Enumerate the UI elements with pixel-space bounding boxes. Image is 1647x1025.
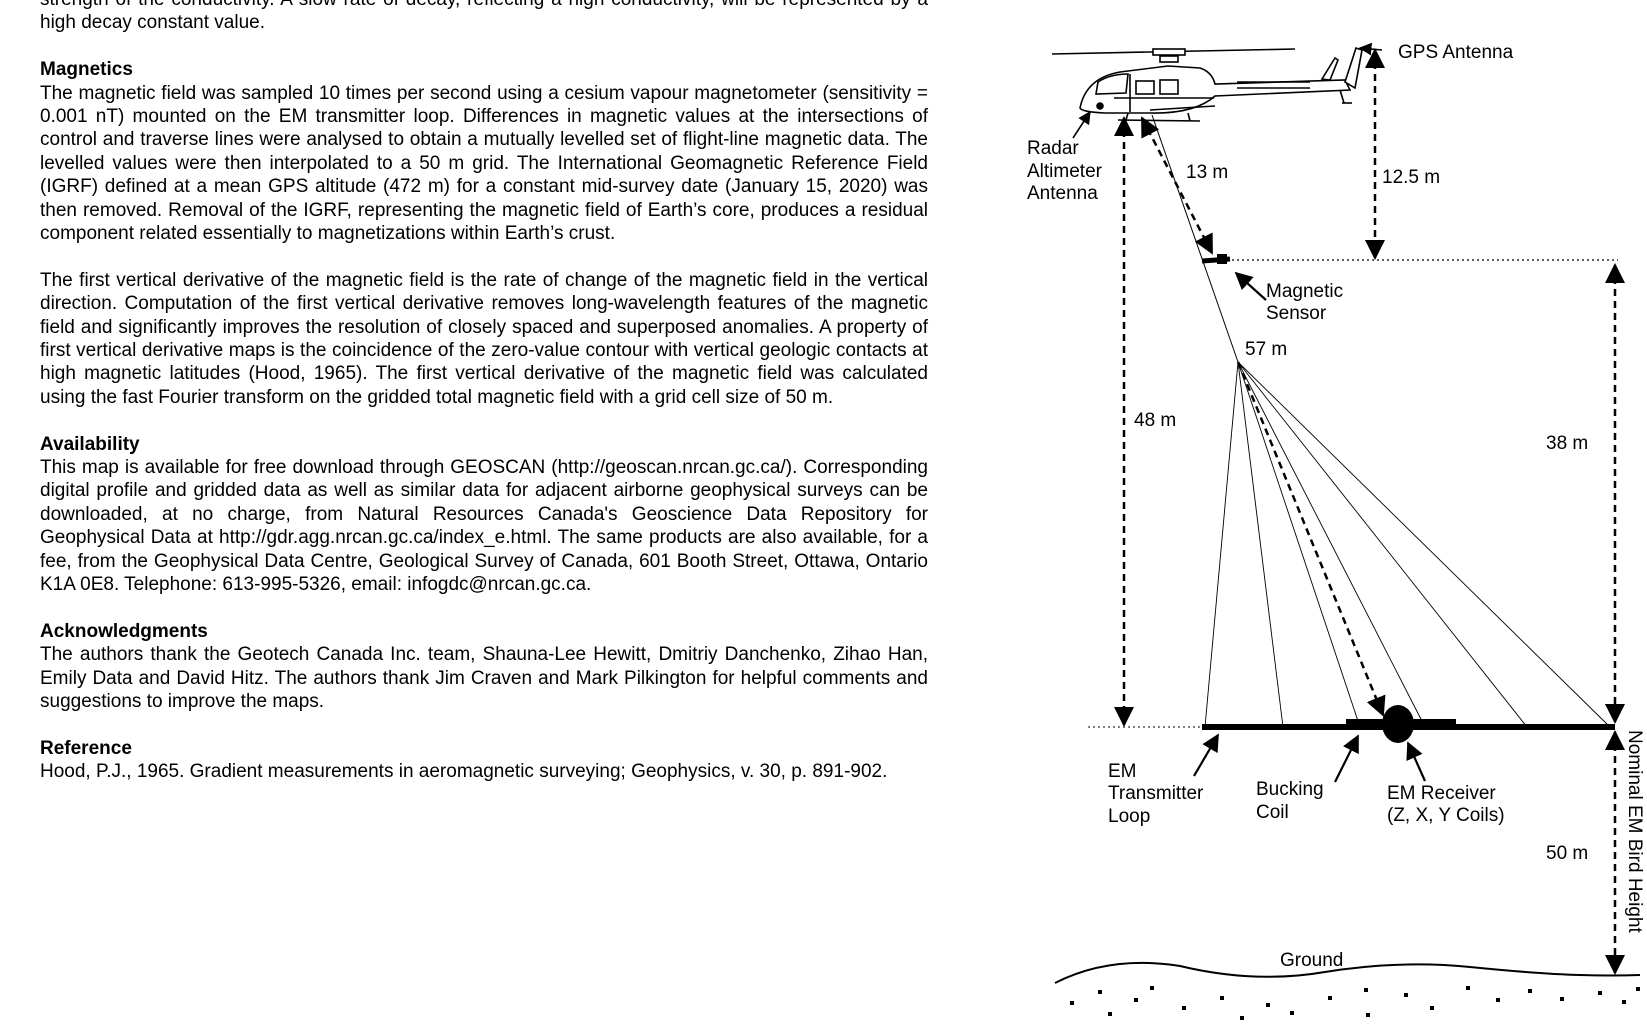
helicopter-icon	[1051, 46, 1363, 122]
em-transmitter-label-1: EM	[1108, 761, 1137, 782]
magnetic-sensor-label-1: Magnetic	[1266, 281, 1343, 302]
availability-paragraph: This map is available for free download …	[40, 457, 928, 596]
magnetics-paragraph-2: The first vertical derivative of the mag…	[40, 269, 928, 408]
transmitter-pointer	[1193, 733, 1219, 777]
dimension-57m	[1236, 361, 1386, 717]
em-receiver-icon	[1382, 705, 1414, 743]
ground-surface	[1054, 961, 1641, 984]
magnetic-sensor-label-2: Sensor	[1266, 303, 1327, 324]
em-transmitter-label-3: Loop	[1108, 806, 1150, 827]
ground-texture	[1070, 986, 1640, 1020]
magnetics-paragraph-1: The magnetic field was sampled 10 times …	[40, 82, 928, 245]
magnetic-sensor-body	[1217, 254, 1227, 264]
text-column: strength of the conductivity. A slow rat…	[40, 0, 928, 784]
availability-heading: Availability	[40, 433, 140, 455]
radar-label-line-3: Antenna	[1027, 183, 1098, 204]
bucking-coil-label-2: Coil	[1256, 802, 1289, 823]
gps-antenna-pointer	[1358, 42, 1383, 56]
acknowledgments-paragraph: The authors thank the Geotech Canada Inc…	[40, 644, 928, 713]
radar-label-line-2: Altimeter	[1027, 161, 1103, 182]
em-receiver-label-1: EM Receiver	[1387, 783, 1496, 804]
bird-height-label: Nominal EM Bird Height	[1624, 730, 1645, 933]
receiver-pointer	[1406, 741, 1427, 782]
dimension-50m-label: 50 m	[1546, 843, 1588, 864]
radar-label-line-1: Radar	[1027, 138, 1079, 159]
dimension-48m-label: 48 m	[1134, 410, 1176, 431]
intro-tail-paragraph: strength of the conductivity. A slow rat…	[40, 0, 928, 34]
em-receiver-label-2: (Z, X, Y Coils)	[1387, 805, 1505, 826]
acknowledgments-heading: Acknowledgments	[40, 620, 208, 642]
magnetic-sensor-pointer	[1234, 271, 1267, 301]
dimension-38m-label: 38 m	[1546, 433, 1588, 454]
gps-antenna-label: GPS Antenna	[1398, 42, 1514, 63]
radar-pointer	[1072, 110, 1091, 139]
suspension-cables	[1204, 361, 1611, 728]
dimension-13m-label: 13 m	[1186, 162, 1228, 183]
reference-paragraph: Hood, P.J., 1965. Gradient measurements …	[40, 761, 888, 783]
magnetics-heading: Magnetics	[40, 59, 133, 81]
ground-label: Ground	[1280, 950, 1343, 971]
bucking-coil-pointer	[1334, 734, 1359, 783]
dimension-12-5m-label: 12.5 m	[1382, 167, 1440, 188]
tow-cable	[1151, 114, 1239, 363]
reference-heading: Reference	[40, 737, 132, 759]
bucking-coil-label-1: Bucking	[1256, 779, 1324, 800]
em-transmitter-label-2: Transmitter	[1108, 783, 1204, 804]
dimension-57m-label: 57 m	[1245, 339, 1287, 360]
